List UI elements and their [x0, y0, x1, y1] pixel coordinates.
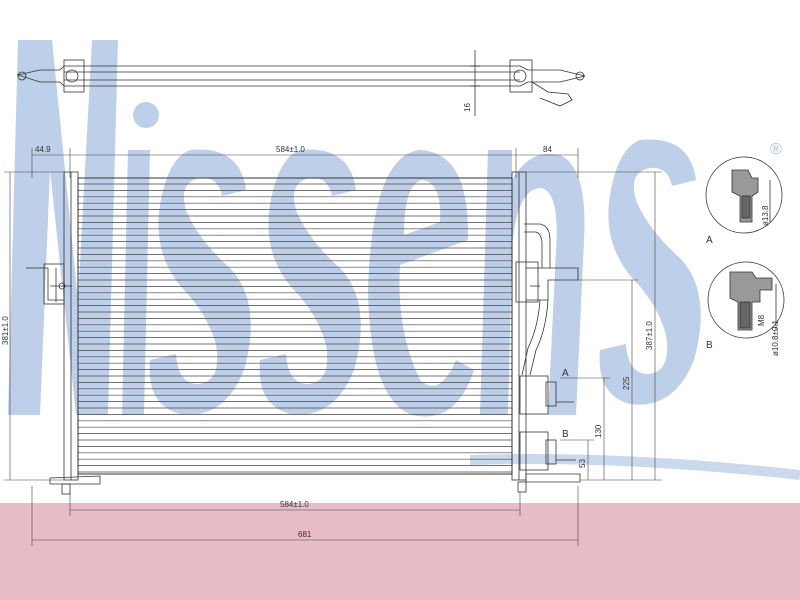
pink-band	[0, 503, 800, 600]
detail-b-diameter: ø10.8±0.1	[771, 319, 780, 356]
detail-a-diameter: ø13.8	[761, 205, 770, 226]
detail-a	[705, 156, 783, 234]
dimension-lines	[4, 148, 662, 546]
watermark-swoosh	[469, 454, 800, 480]
condenser-core	[77, 177, 513, 475]
level-53-dimension: 53	[578, 459, 587, 468]
detail-a-letter: A	[706, 235, 713, 246]
detail-b-letter: B	[706, 340, 713, 351]
right-header-tank	[511, 171, 581, 493]
height-left-dimension: 381±1.0	[1, 316, 10, 345]
thickness-label: 16	[463, 103, 472, 112]
detail-b-thread: M8	[757, 314, 766, 326]
overall-width-dimension: 681	[298, 530, 312, 539]
callout-b: B	[562, 429, 569, 440]
registered-mark: ®	[770, 141, 782, 158]
watermark-logo	[8, 40, 701, 417]
height-right-dimension: 387±1.0	[645, 321, 654, 350]
left-header-tank	[26, 171, 101, 495]
offset-dimension: 44.9	[35, 145, 51, 154]
side-dimension: 84	[543, 145, 552, 154]
core-width-bottom-dimension: 584±1.0	[280, 500, 309, 509]
detail-b	[707, 261, 785, 339]
level-130-dimension: 130	[594, 424, 603, 438]
level-225-dimension: 225	[622, 376, 631, 390]
core-width-top-dimension: 584±1.0	[276, 145, 305, 154]
callout-a: A	[562, 368, 569, 379]
top-view	[16, 50, 586, 116]
